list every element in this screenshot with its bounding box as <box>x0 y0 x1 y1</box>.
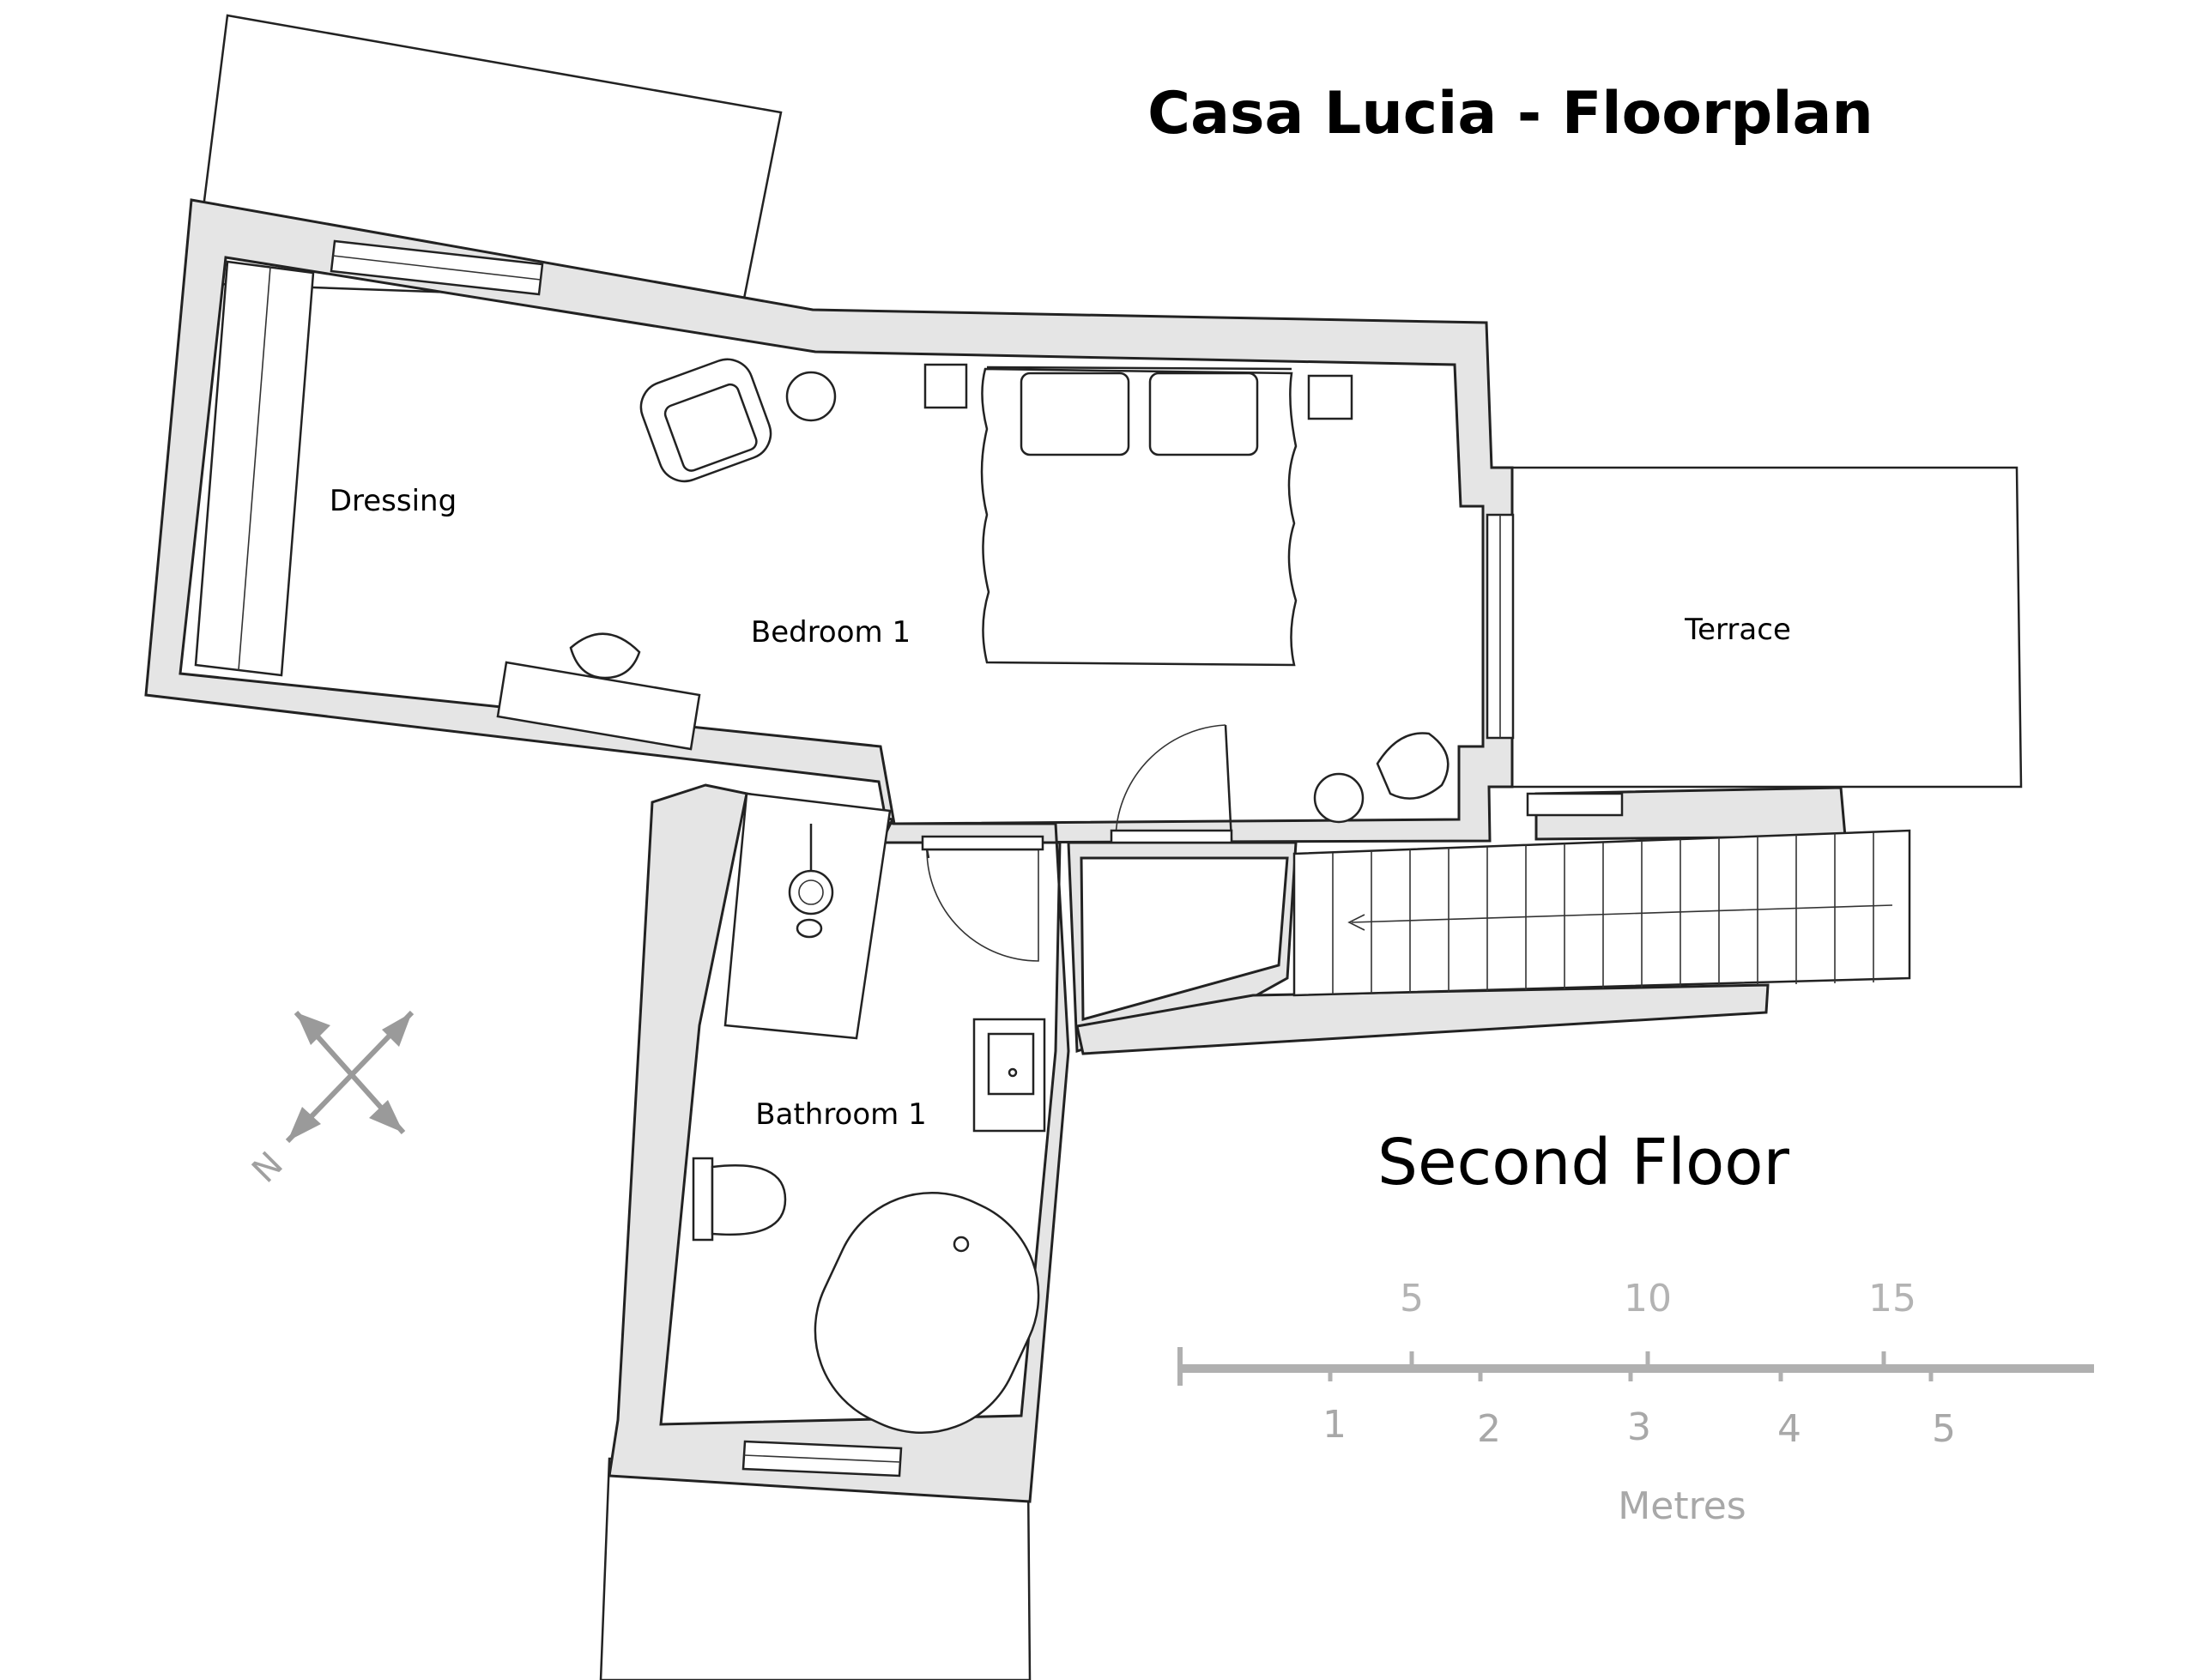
scale-bottom-tick-2: 2 <box>1477 1407 1501 1451</box>
bathtub <box>814 1191 1040 1435</box>
room-label-dressing: Dressing <box>330 484 457 518</box>
side-table-round <box>785 371 837 422</box>
window-terrace <box>1486 513 1515 740</box>
toilet <box>692 1157 787 1242</box>
floor-label: Second Floor <box>1377 1126 1790 1200</box>
door-bathroom <box>921 835 1044 962</box>
side-table-corner <box>1313 772 1365 824</box>
room-label-terrace: Terrace <box>1684 613 1791 647</box>
compass-north-label: N <box>245 1145 291 1191</box>
staircase <box>1292 829 1911 997</box>
scale-top-tick-5: 5 <box>1400 1277 1424 1320</box>
room-label-bedroom: Bedroom 1 <box>751 615 911 650</box>
scale-bottom-tick-3: 3 <box>1627 1405 1651 1449</box>
window-terrace-lower <box>1526 792 1624 817</box>
bedroom-walls <box>144 198 1514 844</box>
desk <box>496 661 701 751</box>
compass-icon: N <box>245 1010 415 1191</box>
stair-lower-wall <box>1075 983 1770 1055</box>
shower <box>723 792 892 1040</box>
wardrobe <box>194 260 315 677</box>
scale-bottom-tick-4: 4 <box>1777 1407 1801 1451</box>
armchair <box>639 358 772 483</box>
scale-bottom-tick-5: 5 <box>1932 1407 1956 1451</box>
sink <box>972 1018 1046 1133</box>
scale-bar: 5 10 15 1 2 3 4 5 Metres <box>1177 1277 2094 1528</box>
double-bed <box>980 366 1298 667</box>
bathroom-walls <box>608 783 1070 1503</box>
room-label-bathroom: Bathroom 1 <box>755 1097 926 1132</box>
desk-chair <box>569 632 641 680</box>
nightstand-right <box>1307 374 1353 420</box>
scale-bottom-tick-1: 1 <box>1322 1403 1347 1447</box>
scale-top-tick-15: 15 <box>1868 1277 1916 1320</box>
scale-top-tick-10: 10 <box>1624 1277 1672 1320</box>
window-bathroom <box>741 1440 903 1478</box>
door-bedroom <box>1110 724 1233 844</box>
window-dressing <box>330 239 544 296</box>
chair-corner <box>1376 732 1450 800</box>
scale-unit-label: Metres <box>1618 1484 1746 1528</box>
nightstand-left <box>923 363 968 409</box>
page-title: Casa Lucia - Floorplan <box>1147 80 1873 148</box>
